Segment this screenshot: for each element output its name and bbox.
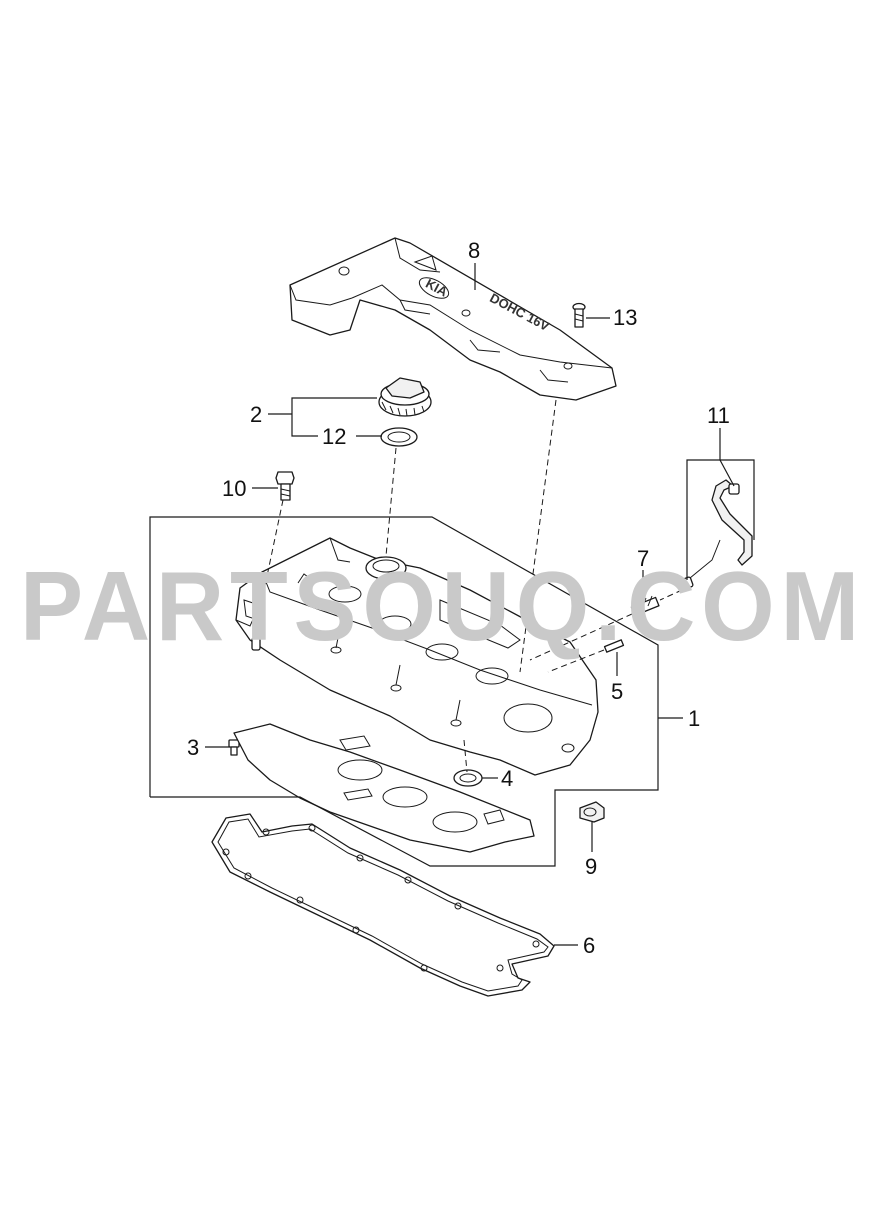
alignment-lines bbox=[261, 399, 683, 773]
callout-labels: 8 13 2 12 11 10 7 5 1 3 4 9 6 bbox=[187, 238, 730, 958]
callout-5[interactable]: 5 bbox=[611, 679, 623, 704]
assembly-frame bbox=[149, 516, 659, 867]
small-bolt-part[interactable] bbox=[228, 739, 240, 756]
stud-pin-part[interactable] bbox=[603, 639, 625, 653]
callout-10[interactable]: 10 bbox=[222, 476, 246, 501]
callout-6[interactable]: 6 bbox=[583, 933, 595, 958]
callout-11[interactable]: 11 bbox=[707, 403, 730, 428]
cover-mounting-bolt-part[interactable] bbox=[275, 471, 295, 501]
pcv-hose-part[interactable] bbox=[680, 479, 753, 590]
callout-13[interactable]: 13 bbox=[613, 305, 637, 330]
callout-3[interactable]: 3 bbox=[187, 735, 199, 760]
cylinder-head-cover-part[interactable] bbox=[235, 537, 599, 776]
callout-4[interactable]: 4 bbox=[501, 766, 513, 791]
watermark: PARTSOUQ.COM bbox=[20, 551, 865, 661]
oil-filler-cap-part[interactable] bbox=[378, 377, 432, 417]
callout-1[interactable]: 1 bbox=[688, 706, 700, 731]
callout-7[interactable]: 7 bbox=[637, 546, 649, 571]
callout-12[interactable]: 12 bbox=[322, 424, 346, 449]
callout-9[interactable]: 9 bbox=[585, 854, 597, 879]
leader-lines bbox=[205, 263, 755, 946]
cover-bolt-part[interactable] bbox=[572, 302, 586, 328]
engine-cover-part[interactable]: KIA DOHC 16V bbox=[289, 237, 617, 401]
cap-seal-part[interactable] bbox=[380, 427, 418, 447]
head-cover-gasket-part[interactable] bbox=[211, 813, 555, 997]
spark-plug-seal-part[interactable] bbox=[453, 769, 483, 787]
grommet-part[interactable] bbox=[579, 801, 605, 823]
callout-2[interactable]: 2 bbox=[250, 402, 262, 427]
baffle-plate-part[interactable] bbox=[233, 723, 535, 853]
callout-8[interactable]: 8 bbox=[468, 238, 480, 263]
